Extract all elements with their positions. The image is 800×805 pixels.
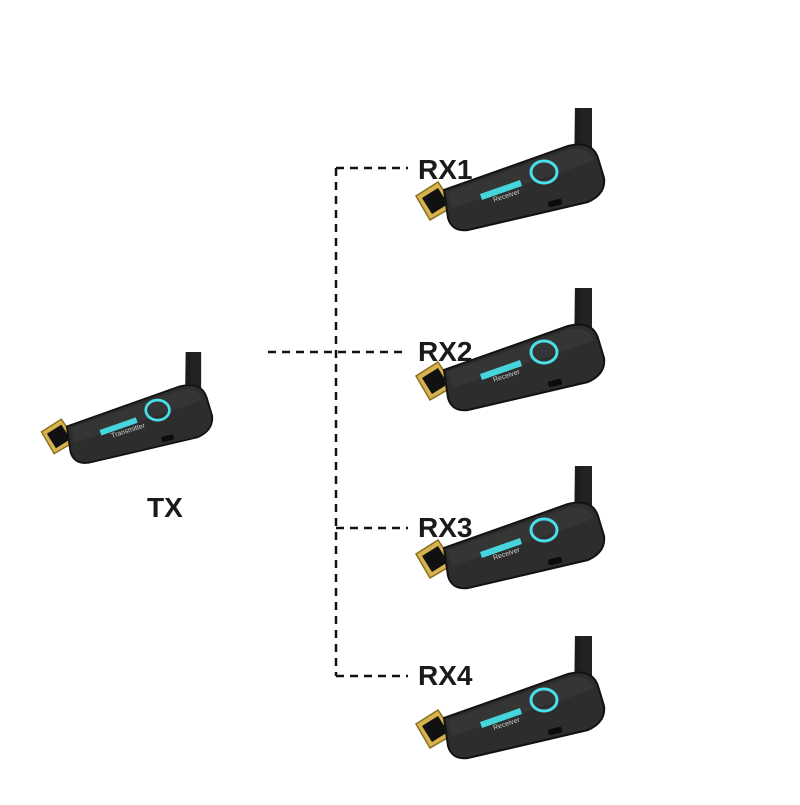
rx3-label: RX3 [418,512,473,543]
receiver-icon-rx3: Receiver [414,466,606,590]
connection-lines [268,166,408,678]
receiver-icon-rx4: Receiver [414,636,606,760]
transmitter-icon: Transmitter [40,352,214,465]
rx2-label: RX2 [418,336,473,367]
rx1-label: RX1 [418,154,473,185]
receiver-icon-rx2: Receiver [414,288,606,412]
tx-label: TX [147,492,183,523]
receiver-icon-rx1: Receiver [414,108,606,232]
rx4-label: RX4 [418,660,473,691]
